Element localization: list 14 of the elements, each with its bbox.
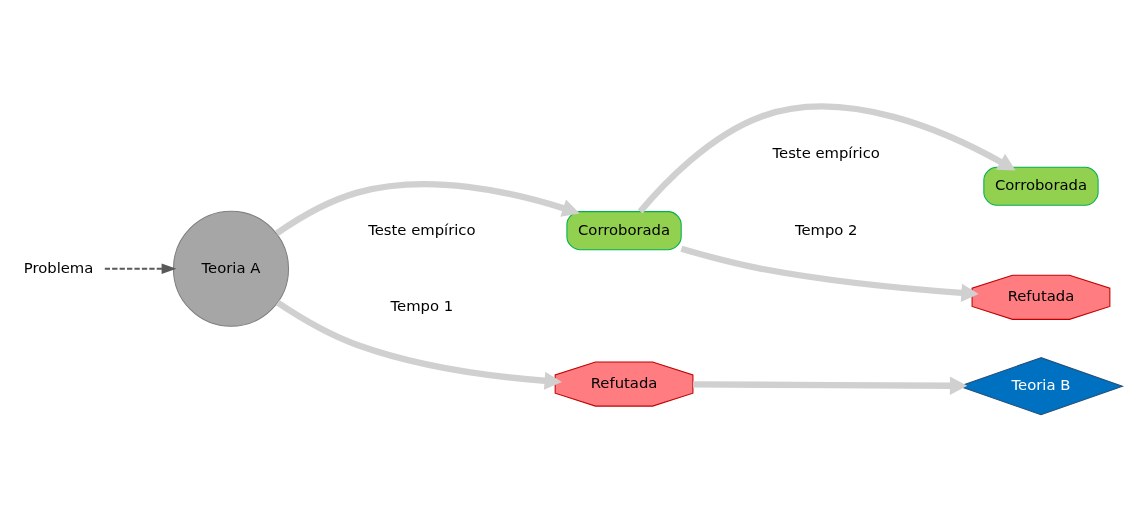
arrow	[104, 263, 177, 274]
node-circle: Teoria A	[172, 210, 290, 327]
node-text: Problema	[23, 258, 94, 276]
arrow	[693, 376, 968, 395]
label: Tempo 1	[390, 296, 454, 314]
node-box: Corroborada	[983, 166, 1099, 206]
arrow	[637, 103, 1016, 214]
label: Teste empírico	[368, 220, 476, 238]
arrow	[680, 245, 979, 302]
arrow	[275, 299, 562, 390]
label: Teste empírico	[772, 144, 880, 162]
label: Tempo 2	[794, 220, 858, 238]
node-box: Corroborada	[566, 211, 682, 251]
arrow	[275, 181, 580, 236]
